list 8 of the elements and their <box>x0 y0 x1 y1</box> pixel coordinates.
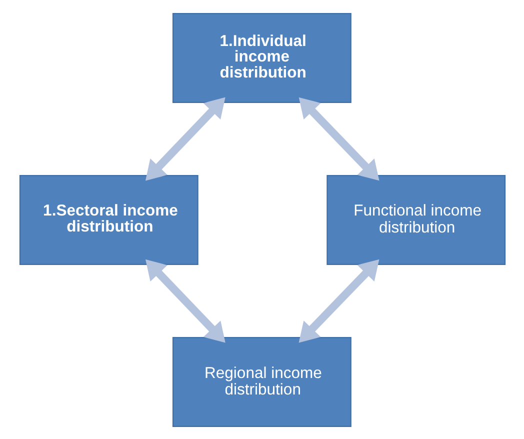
arrow <box>298 96 379 180</box>
arrow <box>298 258 379 342</box>
node-box: Functional income distribution <box>326 174 506 265</box>
node-box: 1.Sectoral income distribution <box>18 174 198 265</box>
node-box: 1.Individual income distribution <box>172 12 351 102</box>
arrow <box>144 96 225 180</box>
node-box: Regional income distribution <box>172 336 351 427</box>
arrow <box>145 258 225 342</box>
